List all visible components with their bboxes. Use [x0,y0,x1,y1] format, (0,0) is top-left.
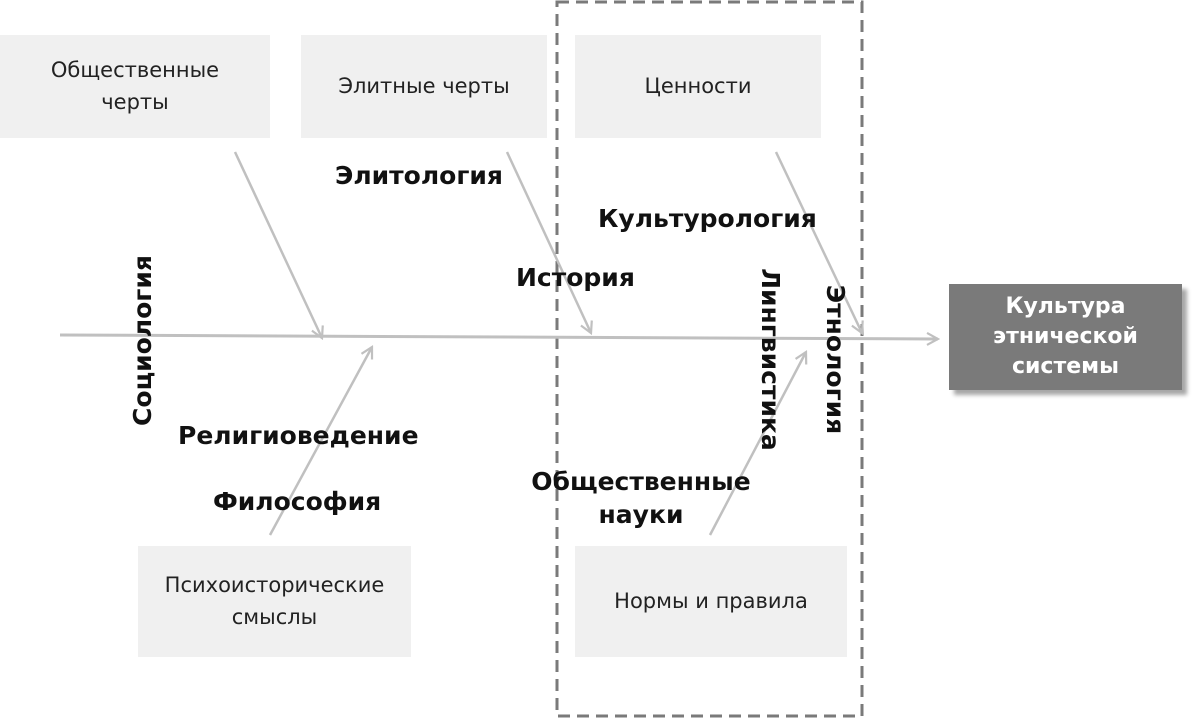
branch-norms-arrow [708,352,806,536]
box-target-culture: Культура этнической системы [949,284,1182,390]
label-elitology: Элитология [335,161,503,190]
label-religious-studies: Религиоведение [178,421,419,450]
box-elite-traits: Элитные черты [301,35,547,138]
label-ethnology: Этнология [821,284,851,435]
box-values: Ценности [575,35,821,138]
branch-elite-traits-arrow [505,151,591,333]
label-social-sciences: Общественные науки [531,467,751,529]
branch-social-traits-arrow [233,151,322,338]
box-norms: Нормы и правила [575,546,847,657]
dashed-region [555,0,864,718]
branch-values-arrow [774,151,862,333]
label-sociology: Социология [127,255,157,426]
box-psychohistorical: Психоисторические смыслы [138,546,411,657]
branch-psychohistorical-arrow [268,347,372,536]
main-spine-arrow [59,335,938,339]
label-linguistics: Лингвистика [755,268,785,451]
label-culturology: Культурология [598,204,817,233]
label-philosophy: Философия [213,487,382,516]
box-social-traits: Общественные черты [0,35,270,138]
label-history: История [516,263,635,292]
